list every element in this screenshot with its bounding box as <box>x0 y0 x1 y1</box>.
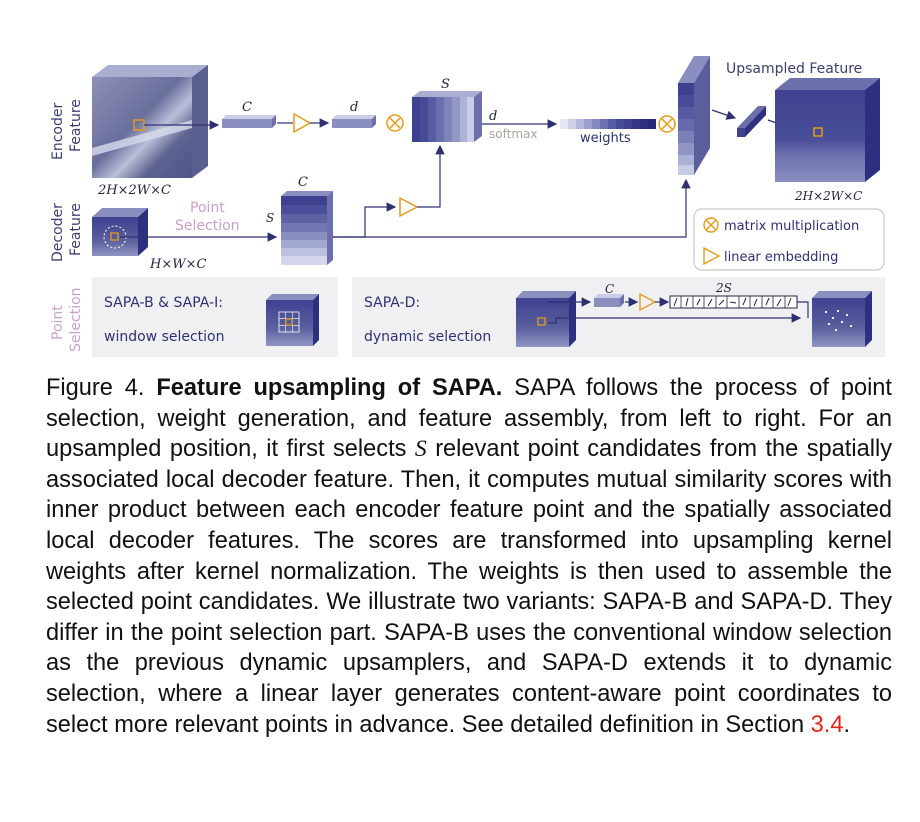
weights-label: weights <box>580 131 631 146</box>
upsampled-feature-cube <box>775 78 880 182</box>
caption-text-part2: relevant point candidates from the spati… <box>46 436 892 738</box>
dynamic-selected-points-cube <box>812 291 872 347</box>
sapa-d-2S-symbol: 2S <box>715 281 732 295</box>
figure-caption: Figure 4. Feature upsampling of SAPA. SA… <box>46 373 892 740</box>
linear-embedding-icon <box>703 246 721 266</box>
linear-embedding-icon <box>293 112 312 134</box>
encoder-size-label: 2H×2W×C <box>97 183 171 198</box>
output-vector <box>737 106 766 137</box>
legend-matmul-text: matrix multiplication <box>724 219 859 234</box>
encoder-feature-row-label: Encoder Feature <box>50 99 84 160</box>
assembled-feature-stack <box>678 56 710 175</box>
decoder-S-symbol: S <box>266 211 274 225</box>
sapa-d-C-vector <box>594 294 624 307</box>
offset-vector <box>669 295 798 309</box>
sapa-d-C-symbol: C <box>605 282 614 296</box>
section-reference-link[interactable]: 3.4 <box>810 711 844 738</box>
sapa-d-panel <box>352 277 885 357</box>
upsampled-feature-title: Upsampled Feature <box>726 61 862 77</box>
sapa-b-subtitle: window selection <box>104 329 225 345</box>
score-matrix <box>412 91 482 142</box>
sapa-d-title: SAPA-D: <box>364 295 420 311</box>
svg-text:Feature: Feature <box>68 203 84 256</box>
encoder-d-vector <box>332 115 376 128</box>
caption-figure-label: Figure 4. <box>46 375 145 401</box>
selected-candidates-stack <box>281 191 333 265</box>
caption-text-part1: SAPA follows the process of point select… <box>46 375 892 463</box>
linear-embedding-icon <box>399 196 419 218</box>
svg-text:Feature: Feature <box>68 99 84 152</box>
decoder-feature-cube <box>92 208 148 256</box>
dynamic-selection-decoder-cube <box>516 291 576 347</box>
caption-end: . <box>843 711 851 738</box>
score-S-symbol: S <box>441 77 450 92</box>
matmul-icon <box>658 115 676 133</box>
softmax-label: softmax <box>489 127 537 141</box>
sapa-architecture-figure: Encoder Feature Decoder Feature Point Se… <box>0 0 920 370</box>
svg-text:Point: Point <box>190 200 225 216</box>
window-selection-cube <box>266 294 319 346</box>
sapa-d-subtitle: dynamic selection <box>364 329 491 345</box>
encoder-d-symbol: d <box>350 100 358 115</box>
encoder-C-vector <box>222 115 276 128</box>
matmul-icon <box>386 114 404 132</box>
svg-text:Selection: Selection <box>175 218 240 234</box>
decoder-feature-row-label: Decoder Feature <box>50 203 84 262</box>
svg-text:Point: Point <box>50 305 66 340</box>
linear-embedding-icon <box>639 292 657 312</box>
svg-text:Decoder: Decoder <box>50 203 66 262</box>
decoder-size-label: H×W×C <box>149 257 206 272</box>
legend-linear-text: linear embedding <box>724 250 838 265</box>
point-selection-label: Point Selection <box>175 200 240 234</box>
encoder-C-symbol: C <box>242 100 252 115</box>
encoder-feature-cube <box>92 65 208 178</box>
sapa-b-title: SAPA-B & SAPA-I: <box>104 295 223 311</box>
svg-text:Encoder: Encoder <box>50 103 66 160</box>
matmul-icon <box>703 217 719 233</box>
caption-symbol-S: S <box>414 436 427 463</box>
svg-text:Selection: Selection <box>68 287 84 352</box>
candidates-C-symbol: C <box>298 175 308 190</box>
caption-title: Feature upsampling of SAPA. <box>156 375 503 401</box>
legend-box <box>693 208 885 271</box>
upsampled-size-label: 2H×2W×C <box>794 189 862 203</box>
score-d-symbol: d <box>489 109 497 124</box>
point-selection-row-label: Point Selection <box>50 287 84 352</box>
weights-vector <box>560 119 656 129</box>
